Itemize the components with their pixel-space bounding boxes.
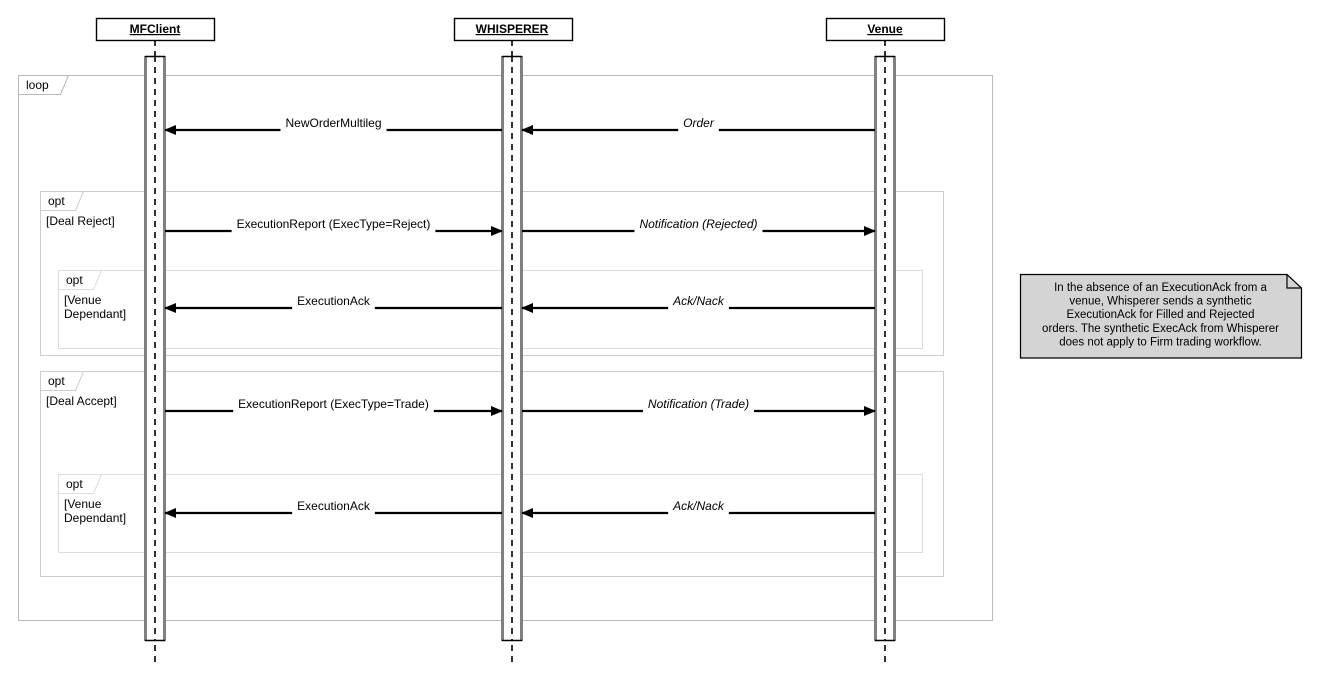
note-body xyxy=(1019,273,1303,359)
message-m7[interactable]: ExecutionReport (ExecType=Trade) xyxy=(165,397,503,416)
fragment-keyword-tab xyxy=(40,191,85,211)
fragment-opt-deal-reject: opt [Deal Reject] xyxy=(40,191,944,356)
fragment-guard-label: [Venue xyxy=(64,293,102,307)
fragment-keyword-tab xyxy=(18,75,70,95)
message-m4[interactable]: Notification (Rejected) xyxy=(522,217,876,236)
participant-headers-layer: MFClient WHISPERER Venue xyxy=(95,17,946,42)
message-label: ExecutionReport (ExecType=Reject) xyxy=(237,217,431,231)
fragment-opt-deal-accept: opt [Deal Accept] xyxy=(40,371,944,577)
fragment-keyword-label: opt xyxy=(66,273,83,287)
fragment-keyword-tab xyxy=(40,371,85,391)
fragment-keyword-label: loop xyxy=(26,78,49,92)
note-fold-corner xyxy=(1286,274,1302,289)
participant-label: WHISPERER xyxy=(476,22,549,36)
lifeline-whisperer xyxy=(501,40,523,662)
message-label: ExecutionReport (ExecType=Trade) xyxy=(238,397,429,411)
message-label: Ack/Nack xyxy=(672,499,725,513)
fragment-border xyxy=(58,474,923,553)
message-label: ExecutionAck xyxy=(297,499,371,513)
participant-box xyxy=(825,17,946,42)
note-line: does not apply to Firm trading workflow. xyxy=(1059,336,1262,348)
participant-label: Venue xyxy=(867,22,903,36)
note-line: orders. The synthetic ExecAck from Whisp… xyxy=(1042,323,1279,335)
participant-mfclient[interactable]: MFClient xyxy=(95,17,216,42)
fragment-keyword-tab xyxy=(58,474,103,494)
fragment-border xyxy=(58,270,923,349)
fragment-keyword-label: opt xyxy=(48,194,65,208)
activation-bar-fill xyxy=(502,56,523,642)
message-m1[interactable]: NewOrderMultileg xyxy=(164,116,502,135)
participant-label: MFClient xyxy=(130,22,181,36)
fragment-keyword-label: opt xyxy=(48,374,65,388)
fragment-guard-label: Dependant] xyxy=(64,307,126,321)
participant-box xyxy=(95,17,216,42)
note-line: ExecutionAck for Filled and Rejected xyxy=(1067,309,1255,321)
message-label: ExecutionAck xyxy=(297,294,371,308)
fragment-guard-label: [Deal Reject] xyxy=(46,214,115,228)
message-label: Order xyxy=(683,116,715,130)
fragment-guard-label: [Deal Accept] xyxy=(46,394,117,408)
fragment-border xyxy=(40,371,944,577)
participant-whisperer[interactable]: WHISPERER xyxy=(453,17,574,42)
message-m5[interactable]: ExecutionAck xyxy=(164,294,502,313)
message-m6[interactable]: Ack/Nack xyxy=(521,294,875,313)
note-line: venue, Whisperer sends a synthetic xyxy=(1069,296,1251,308)
note-layer: In the absence of an ExecutionAck from a… xyxy=(1019,273,1303,359)
lifelines-layer xyxy=(144,40,896,662)
message-label: NewOrderMultileg xyxy=(285,116,381,130)
fragment-border xyxy=(40,191,944,356)
message-m10[interactable]: Ack/Nack xyxy=(521,499,875,518)
message-m2[interactable]: Order xyxy=(521,116,875,135)
message-label: Notification (Rejected) xyxy=(639,217,757,231)
note-note-synthetic-execack: In the absence of an ExecutionAck from a… xyxy=(1019,273,1303,359)
participant-venue[interactable]: Venue xyxy=(825,17,946,42)
fragment-guard-label: [Venue xyxy=(64,497,102,511)
activation-bar-fill xyxy=(145,56,166,642)
fragment-keyword-tab xyxy=(58,270,103,290)
lifeline-venue xyxy=(874,40,896,662)
participant-box xyxy=(453,17,574,42)
message-m8[interactable]: Notification (Trade) xyxy=(522,397,876,416)
message-m3[interactable]: ExecutionReport (ExecType=Reject) xyxy=(165,217,503,236)
message-m9[interactable]: ExecutionAck xyxy=(164,499,502,518)
fragment-guard-label: Dependant] xyxy=(64,511,126,525)
message-label: Ack/Nack xyxy=(672,294,725,308)
activation-bar-fill xyxy=(875,56,896,642)
fragment-keyword-label: opt xyxy=(66,477,83,491)
message-label: Notification (Trade) xyxy=(648,397,749,411)
lifeline-mfclient xyxy=(144,40,166,662)
note-line: In the absence of an ExecutionAck from a xyxy=(1054,282,1267,294)
